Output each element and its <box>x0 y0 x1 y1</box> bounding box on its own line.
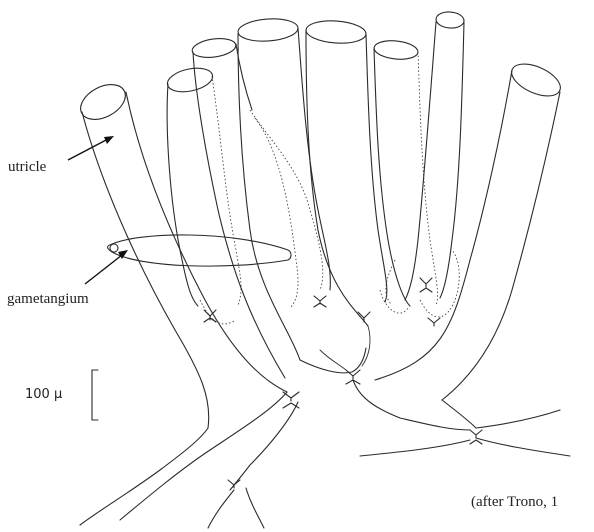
utricle-back-left <box>165 64 241 306</box>
utricle-center-left <box>237 17 330 360</box>
utricle-curved <box>191 36 285 378</box>
gametangium-arrow <box>85 250 128 284</box>
scale-bar <box>92 370 98 420</box>
utricle-label: utricle <box>8 159 47 175</box>
utricle-tall-narrow <box>405 11 465 300</box>
utricle-arrow <box>68 136 114 160</box>
gametangium-label: gametangium <box>7 291 89 307</box>
gametangium-cell <box>108 235 292 266</box>
scale-label: 100 μ <box>25 387 62 402</box>
utricle-center-right <box>373 39 437 306</box>
utricle-right <box>375 58 565 400</box>
junction-knots <box>204 278 482 488</box>
utricle-tubes <box>75 11 565 428</box>
credit-label: (after Trono, 1 <box>471 494 558 510</box>
